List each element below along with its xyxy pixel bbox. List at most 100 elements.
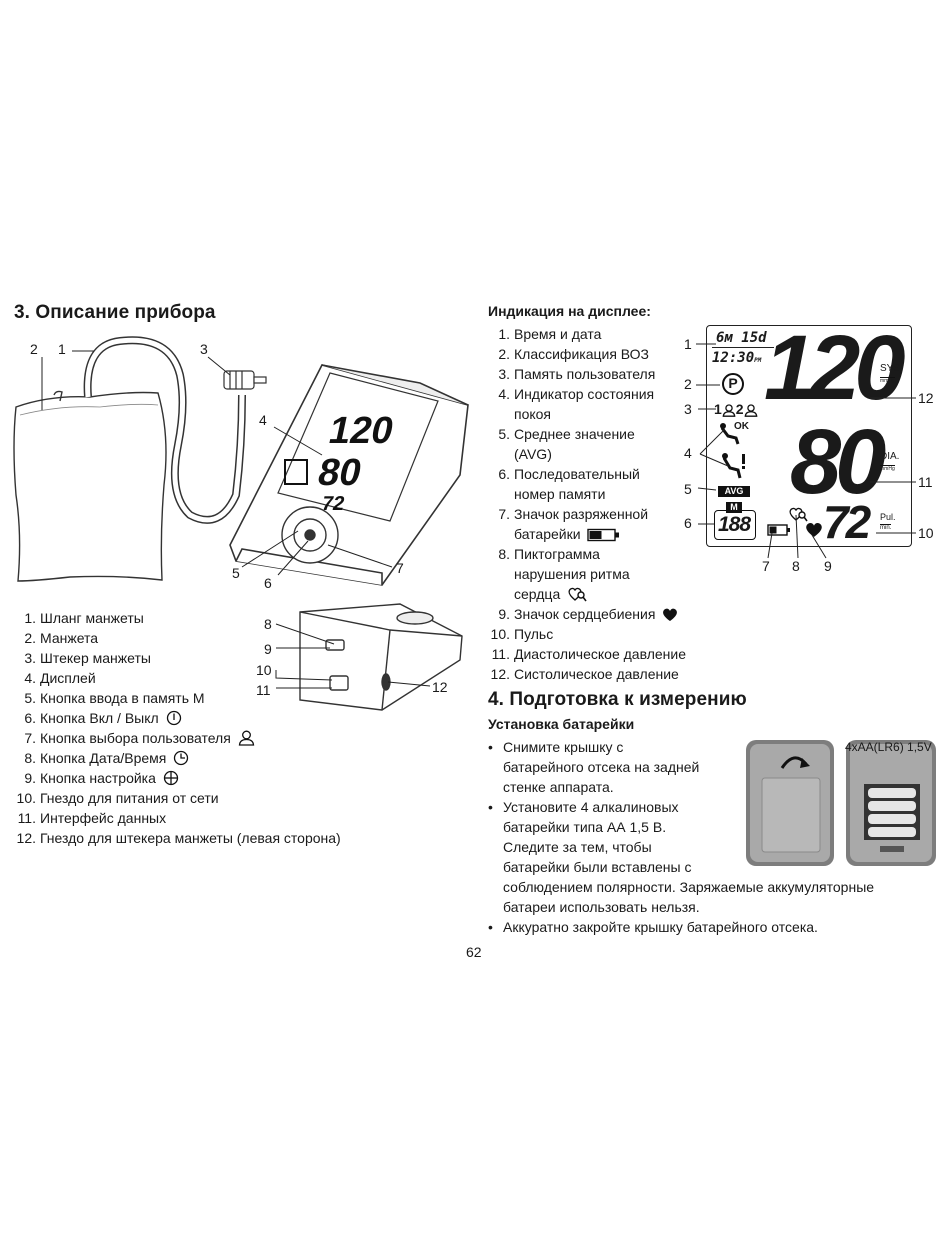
list-item: 2.Классификация ВОЗ xyxy=(498,346,650,362)
lcd-battery-icon xyxy=(767,524,790,536)
list-item: 10.Гнездо для питания от сети xyxy=(16,790,219,806)
lcd-who-icon: P xyxy=(722,373,744,395)
lcd-date-underline xyxy=(712,347,774,348)
lcd-dia-label: DIA. xyxy=(880,451,900,462)
list-item: 1.Время и дата xyxy=(498,326,602,342)
list-item: 12.Гнездо для штекера манжеты (левая сто… xyxy=(16,830,341,846)
lcd-callout-9: 9 xyxy=(824,558,832,574)
callout-9: 9 xyxy=(264,641,272,657)
lcd-ok: OK xyxy=(734,421,749,432)
lcd-date: 6м 15d xyxy=(716,330,767,346)
callout-8: 8 xyxy=(264,616,272,632)
user-icon xyxy=(722,404,736,417)
section4-subtitle: Установка батарейки xyxy=(488,716,635,732)
svg-text:72: 72 xyxy=(320,493,347,515)
lcd-sys-label: SYS. xyxy=(880,363,903,374)
list-item: 3.Память пользователя xyxy=(498,366,656,382)
list-item: 3.Штекер манжеты xyxy=(24,650,151,666)
lcd-pul-label: Pul. xyxy=(880,512,896,522)
lcd-callout-7: 7 xyxy=(762,558,770,574)
lcd-sys-value: 120 xyxy=(764,317,905,419)
lcd-callout-8: 8 xyxy=(792,558,800,574)
svg-text:120: 120 xyxy=(325,409,397,452)
lcd-callout-11: 11 xyxy=(918,474,933,490)
section4-title: 4. Подготовка к измерению xyxy=(488,689,747,710)
battery-cover-photo xyxy=(746,740,834,866)
lcd-callout-4: 4 xyxy=(684,445,692,461)
list-item: 4.Дисплей xyxy=(24,670,96,686)
arrhythmia-icon xyxy=(568,587,587,602)
list-item: 9.Кнопка настройка xyxy=(14,768,404,788)
list-item: 11.Интерфейс данных xyxy=(17,810,167,826)
lcd-callout-1: 1 xyxy=(684,336,692,352)
battery-spec-label: 4xAA(LR6) 1,5V xyxy=(845,740,932,754)
callout-12: 12 xyxy=(432,679,448,695)
lcd-time: 12:30PM xyxy=(712,350,762,366)
lcd-dia-unit: mmHg xyxy=(880,465,895,472)
rest-warning-icon xyxy=(722,453,745,479)
list-item: 2.Манжета xyxy=(24,630,99,646)
lcd-callout-6: 6 xyxy=(684,515,692,531)
button-ring-drawing xyxy=(281,506,339,564)
lcd-dia-value: 80 xyxy=(790,411,886,513)
lcd-sys-unit: mmHg xyxy=(880,377,895,384)
lcd-callout-10: 10 xyxy=(918,525,934,541)
callout-10: 10 xyxy=(256,662,272,678)
parts-list: 1.Шланг манжеты 2.Манжета 3.Штекер манже… xyxy=(14,608,404,848)
heart-icon xyxy=(663,608,678,621)
battery-icon xyxy=(587,528,620,542)
rest-ok-icon xyxy=(720,423,740,445)
battery-compartment-photo xyxy=(846,740,936,866)
cuff-drawing xyxy=(13,390,167,582)
side-view-illustration xyxy=(275,603,463,711)
lcd-avg: AVG xyxy=(718,486,750,497)
list-item: 9.Значок сердцебиения xyxy=(488,604,718,624)
callout-4: 4 xyxy=(259,412,267,428)
clock-icon xyxy=(174,750,189,766)
user-icon xyxy=(238,730,254,746)
device-illustration: 120 80 72 xyxy=(13,336,469,586)
display-section-title: Индикация на дисплее: xyxy=(488,303,651,319)
callout-7: 7 xyxy=(396,560,404,576)
lcd-memory-value: 188 xyxy=(718,513,751,536)
crosshair-icon xyxy=(163,770,178,786)
list-item: 10.Пульс xyxy=(490,626,554,642)
lcd-arrhythmia-icon xyxy=(789,507,808,522)
callout-6: 6 xyxy=(264,575,272,591)
power-icon xyxy=(166,710,181,726)
section3-title: 3. Описание прибора xyxy=(14,302,216,323)
lcd-callout-12: 12 xyxy=(918,390,934,406)
lcd-heart-icon xyxy=(806,522,822,537)
user-icon xyxy=(744,404,757,417)
lcd-pul-unit: min. xyxy=(880,524,892,531)
lcd-memory-label: M xyxy=(726,502,742,513)
connector-drawing xyxy=(223,370,267,390)
lcd-callout-5: 5 xyxy=(684,481,692,497)
lcd-leaders xyxy=(696,343,916,559)
list-item: 8.Кнопка Дата/Время xyxy=(14,748,404,768)
list-item: 12.Систолическое давление xyxy=(490,666,679,682)
list-item: 5.Кнопка ввода в память M xyxy=(24,690,205,706)
lcd-pulse-value: 72 xyxy=(823,496,871,548)
mini-lcd: 120 80 72 xyxy=(284,409,398,515)
list-item: 7.Кнопка выбора пользователя xyxy=(14,728,404,748)
callout-2: 2 xyxy=(30,341,38,357)
lcd-callout-3: 3 xyxy=(684,401,692,417)
display-items-list: 1.Время и дата 2.Классификация ВОЗ 3.Пам… xyxy=(488,324,718,684)
callout-1: 1 xyxy=(58,341,66,357)
callout-11: 11 xyxy=(256,682,271,698)
list-item: 11.Диастолическое давление xyxy=(491,646,686,662)
lcd-callout-2: 2 xyxy=(684,376,692,392)
list-item: • Аккуратно закройте крышку батарейного … xyxy=(488,919,818,935)
list-item: 6.Кнопка Вкл / Выкл xyxy=(14,708,404,728)
list-item: 5.Среднее значение(AVG) xyxy=(498,426,635,462)
callout-3: 3 xyxy=(200,341,208,357)
callout-5: 5 xyxy=(232,565,240,581)
